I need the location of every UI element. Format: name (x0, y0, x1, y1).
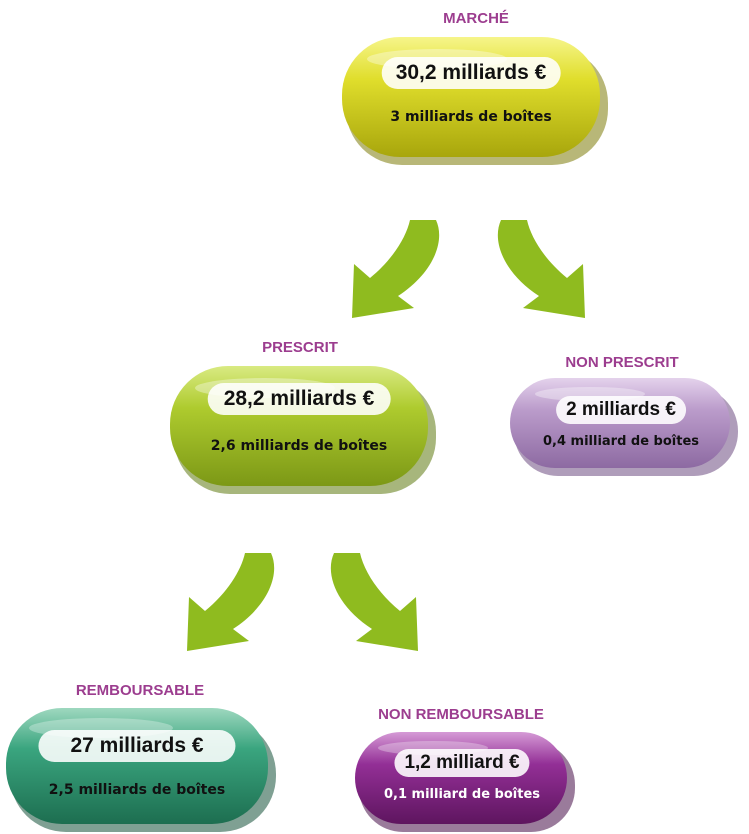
pill-remboursable: 27 milliards € 2,5 milliards de boîtes (6, 708, 278, 834)
pill-non-remboursable-shape (355, 732, 575, 832)
arrow-prescrit-to-non-remboursable (330, 553, 418, 651)
amount-remboursable: 27 milliards € (38, 730, 236, 762)
amount-prescrit: 28,2 milliards € (207, 383, 391, 415)
pill-non-remboursable: 1,2 milliard € 0,1 milliard de boîtes (355, 732, 577, 834)
boxes-remboursable: 2,5 milliards de boîtes (48, 782, 226, 798)
pill-prescrit: 28,2 milliards € 2,6 milliards de boîtes (170, 366, 438, 496)
amount-non-remboursable: 1,2 milliard € (394, 749, 530, 777)
pill-remboursable-shape (6, 708, 276, 832)
arrow-prescrit-to-remboursable (187, 553, 275, 651)
label-marche: MARCHÉ (443, 10, 509, 27)
boxes-marche: 3 milliards de boîtes (390, 109, 552, 125)
label-non-remboursable: NON REMBOURSABLE (378, 706, 544, 723)
pill-non-prescrit-shape (510, 378, 738, 476)
amount-non-prescrit: 2 milliards € (556, 396, 686, 424)
label-remboursable: REMBOURSABLE (75, 682, 205, 699)
amount-marche: 30,2 milliards € (381, 57, 561, 89)
pill-marche: 30,2 milliards € 3 milliards de boîtes (342, 37, 610, 167)
pill-non-prescrit: 2 milliards € 0,4 milliard de boîtes (510, 378, 740, 478)
boxes-prescrit: 2,6 milliards de boîtes (210, 438, 388, 454)
arrow-marche-to-prescrit (352, 220, 440, 318)
arrow-marche-to-non-prescrit (497, 220, 585, 318)
boxes-non-prescrit: 0,4 milliard de boîtes (542, 434, 700, 449)
boxes-non-remboursable: 0,1 milliard de boîtes (383, 787, 541, 802)
label-non-prescrit: NON PRESCRIT (565, 354, 679, 371)
label-prescrit: PRESCRIT (262, 339, 338, 356)
